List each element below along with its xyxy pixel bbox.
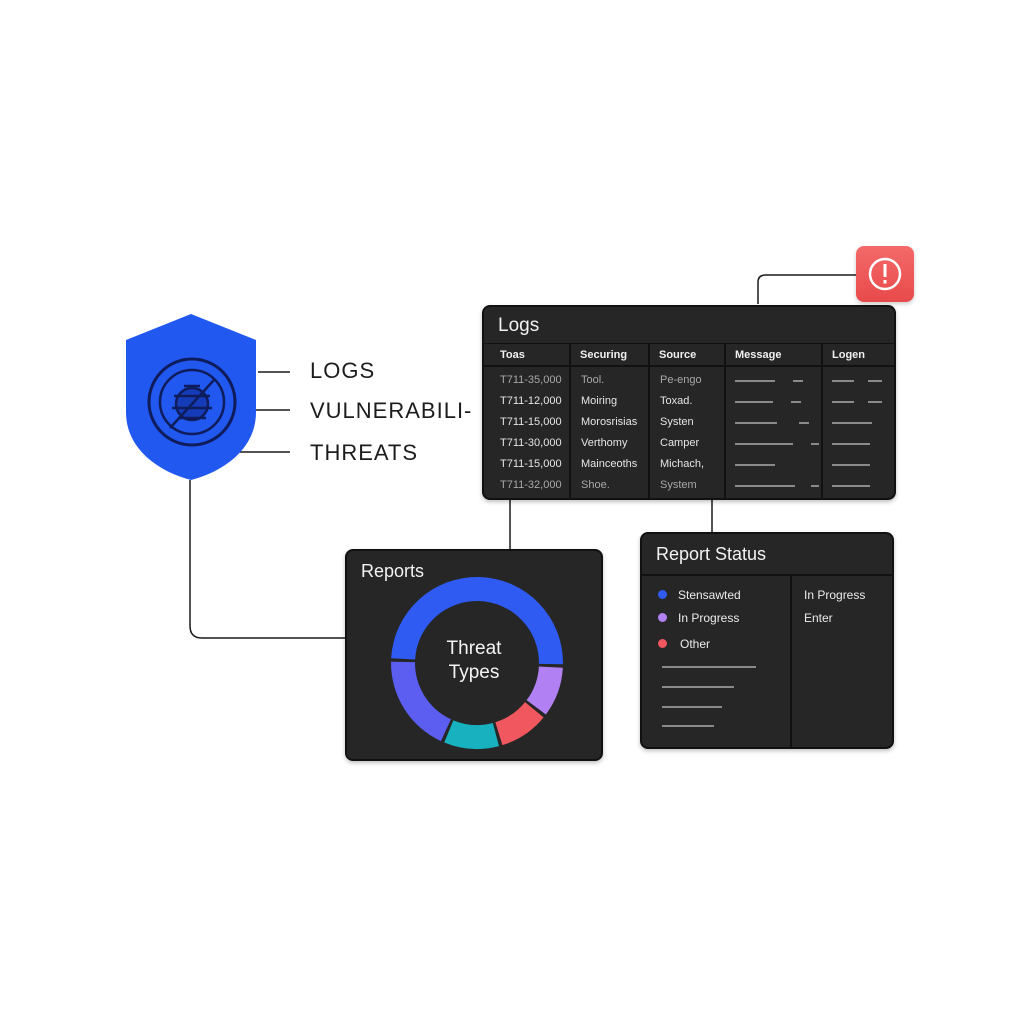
- column-header[interactable]: Logen: [832, 343, 892, 367]
- log-logen-line: [832, 380, 854, 382]
- log-message-line: [735, 380, 775, 382]
- reports-title: Reports: [361, 561, 425, 581]
- log-cell-securing: Tool.: [581, 374, 605, 386]
- shield-icon: [122, 312, 260, 482]
- donut-slice: [444, 720, 499, 749]
- logs-table: Toas Securing Source Message Logen T711-…: [484, 343, 894, 498]
- log-logen-line: [832, 422, 872, 424]
- log-message-line: [735, 401, 773, 403]
- log-logen-line: [832, 401, 854, 403]
- column-header[interactable]: Message: [735, 343, 825, 367]
- log-cell-id: T711-30,000: [500, 437, 562, 449]
- log-message-line: [799, 422, 809, 424]
- label-threats: THREATS: [310, 440, 419, 465]
- legend-dot: [658, 639, 667, 648]
- legend-label: In Progress: [678, 611, 740, 625]
- log-message-line: [791, 401, 801, 403]
- log-message-line: [811, 443, 819, 445]
- log-logen-line: [832, 485, 870, 487]
- log-logen-line: [868, 380, 882, 382]
- log-cell-id: T711-15,000: [500, 458, 562, 470]
- log-message-line: [735, 422, 777, 424]
- log-cell-securing: Verthomy: [581, 437, 628, 449]
- log-cell-securing: Mainceoths: [581, 458, 638, 470]
- log-cell-securing: Morosrisias: [581, 416, 638, 428]
- report-status-title: Report Status: [656, 544, 767, 564]
- donut-center-line1: Threat: [446, 638, 502, 659]
- reports-panel: Reports Threat Types: [345, 549, 603, 761]
- log-cell-id: T711-15,000: [500, 416, 562, 428]
- logs-title: Logs: [498, 315, 540, 336]
- legend-dot: [658, 613, 667, 622]
- log-cell-source: Toxad.: [660, 395, 693, 407]
- donut-slice: [495, 702, 544, 746]
- label-vulnerabilities: VULNERABILI-: [310, 398, 473, 423]
- column-header[interactable]: Toas: [500, 343, 570, 367]
- log-logen-line: [868, 401, 882, 403]
- alert-icon: [868, 257, 902, 291]
- legend-label: Other: [680, 637, 711, 651]
- log-cell-source: System: [660, 479, 697, 491]
- status-value: In Progress: [804, 588, 866, 602]
- legend-dot: [658, 590, 667, 599]
- log-logen-line: [832, 464, 870, 466]
- placeholder-line: [662, 706, 722, 708]
- threat-types-donut: [391, 577, 563, 749]
- donut-hole: [416, 602, 538, 724]
- log-cell-id: T711-12,000: [500, 395, 562, 407]
- log-cell-id: T711-32,000: [500, 479, 562, 491]
- log-message-line: [735, 443, 793, 445]
- bug-icon: [147, 357, 237, 447]
- report-status-panel: Report Status Stensawted In Progress Oth…: [640, 532, 894, 749]
- column-header[interactable]: Source: [659, 343, 729, 367]
- log-cell-securing: Shoe.: [581, 479, 610, 491]
- log-cell-securing: Moiring: [581, 395, 618, 407]
- log-cell-id: T711-35,000: [500, 374, 562, 386]
- donut-slice: [391, 661, 451, 742]
- placeholder-line: [662, 686, 734, 688]
- label-logs: LOGS: [310, 358, 376, 383]
- placeholder-line: [662, 725, 714, 727]
- donut-center-label: Threat Types: [411, 637, 537, 685]
- donut-slice: [526, 666, 563, 715]
- placeholder-line: [662, 666, 756, 668]
- log-message-line: [735, 464, 775, 466]
- log-cell-source: Camper: [660, 437, 700, 449]
- log-cell-source: Michach,: [660, 458, 705, 470]
- donut-center-line2: Types: [448, 662, 500, 683]
- status-value: Enter: [804, 611, 833, 625]
- log-message-line: [793, 380, 803, 382]
- log-message-line: [811, 485, 819, 487]
- logs-panel: Logs Toas Securing Source Message Logen …: [482, 305, 896, 500]
- donut-slice: [391, 577, 563, 665]
- legend-label: Stensawted: [678, 588, 741, 602]
- log-cell-source: Systen: [660, 416, 694, 428]
- log-cell-source: Pe-engo: [660, 374, 702, 386]
- log-logen-line: [832, 443, 870, 445]
- alert-button[interactable]: [856, 246, 914, 302]
- column-header[interactable]: Securing: [580, 343, 650, 367]
- log-message-line: [735, 485, 795, 487]
